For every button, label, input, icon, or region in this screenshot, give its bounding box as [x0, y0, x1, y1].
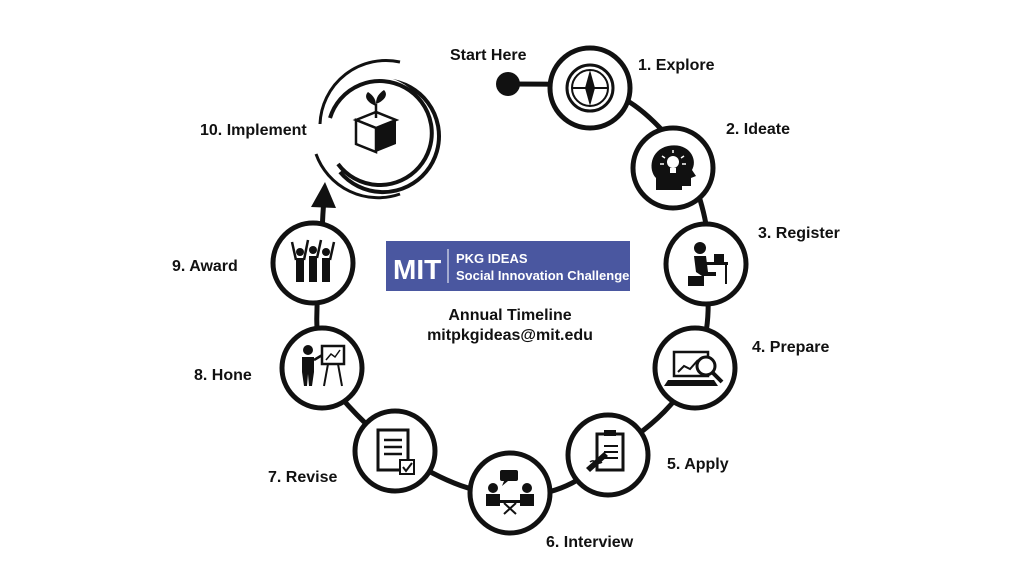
- step-label-prepare: 4. Prepare: [752, 339, 829, 356]
- logo-line1: PKG IDEAS: [456, 251, 528, 266]
- person-at-desk-icon: [688, 242, 728, 286]
- center-email: mitpkgideas@mit.edu: [427, 327, 593, 344]
- head-lightbulb-icon: [651, 145, 696, 190]
- start-label: Start Here: [450, 47, 527, 64]
- step-register: 3. Register: [663, 221, 840, 307]
- logo-mark: MIT: [393, 254, 441, 285]
- logo-line2: Social Innovation Challenge: [456, 268, 629, 283]
- seedling-box-icon: [352, 90, 400, 154]
- step-label-register: 3. Register: [758, 225, 840, 242]
- pkg-ideas-logo: [386, 241, 630, 291]
- center-heading: Annual Timeline: [448, 307, 571, 324]
- start-dot: [496, 72, 520, 96]
- step-label-implement: 10. Implement: [200, 122, 307, 139]
- presenter-easel-icon: [302, 344, 346, 387]
- compass-icon: [565, 63, 615, 113]
- step-label-apply: 5. Apply: [667, 456, 729, 473]
- step-revise: 7. Revise: [268, 408, 438, 494]
- step-label-ideate: 2. Ideate: [726, 121, 790, 138]
- step-label-hone: 8. Hone: [194, 367, 252, 384]
- step-implement: 10. Implement: [200, 59, 441, 200]
- step-award: 9. Award: [172, 220, 356, 306]
- two-people-talking-icon: [486, 470, 534, 515]
- step-prepare: 4. Prepare: [652, 325, 829, 411]
- step-label-award: 9. Award: [172, 258, 238, 275]
- step-interview: 6. Interview: [467, 450, 634, 551]
- document-checkbox-icon: [376, 428, 415, 475]
- step-explore: 1. Explore: [547, 45, 715, 131]
- step-label-explore: 1. Explore: [638, 57, 715, 74]
- step-label-interview: 6. Interview: [546, 534, 634, 551]
- step-label-revise: 7. Revise: [268, 469, 337, 486]
- laptop-magnifier-icon: [664, 350, 724, 386]
- step-ideate: 2. Ideate: [630, 121, 790, 211]
- step-apply: 5. Apply: [565, 412, 729, 498]
- cycle-arrow-head: [311, 182, 336, 208]
- center-block: MIT PKG IDEAS Social Innovation Challeng…: [386, 241, 630, 344]
- step-hone: 8. Hone: [194, 325, 365, 411]
- clipboard-pen-icon: [586, 430, 625, 472]
- celebrating-people-icon: [290, 239, 336, 282]
